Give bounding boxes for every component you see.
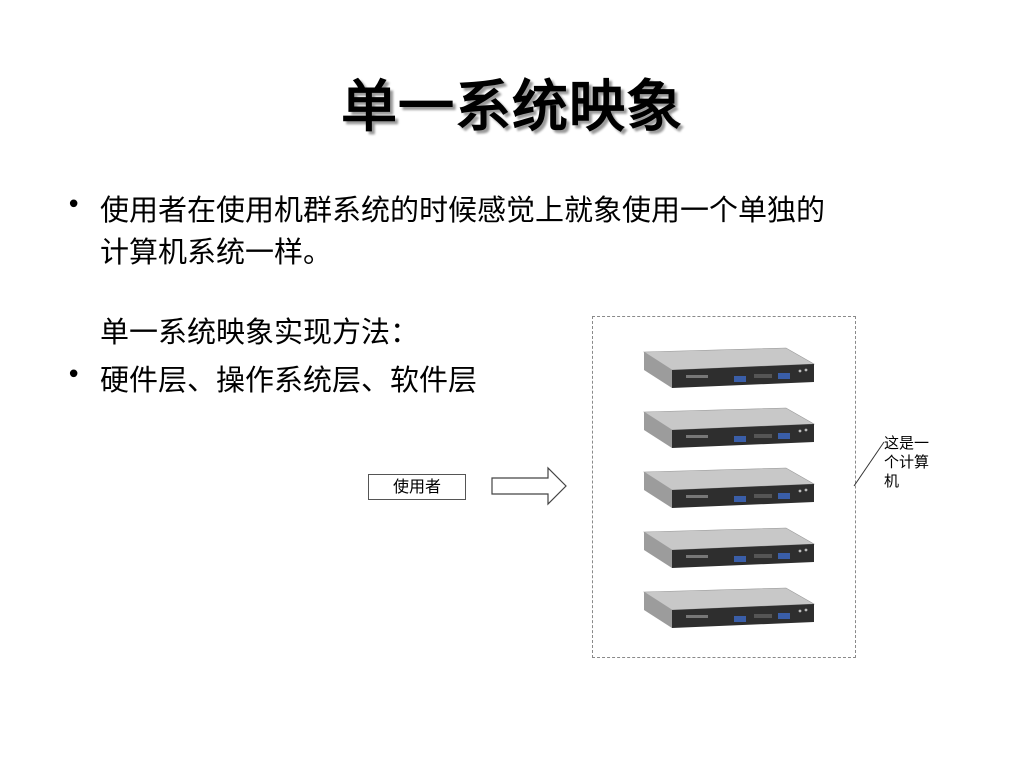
callout-line — [853, 441, 885, 487]
bullet1-line2: 计算机系统一样。 — [100, 235, 333, 269]
server-2-icon — [643, 407, 816, 448]
user-box: 使用者 — [368, 474, 466, 500]
subheading: 单一系统映象实现方法： — [100, 315, 420, 349]
callout-line-3: 机 — [884, 472, 900, 490]
bullet-dot-2: • — [66, 360, 82, 390]
bullet2-text: 硬件层、操作系统层、软件层 — [100, 363, 478, 397]
callout-line-2: 个计算 — [884, 453, 930, 471]
server-1-icon — [643, 347, 816, 388]
callout-line-1: 这是一 — [884, 434, 930, 452]
server-5-icon — [643, 587, 816, 628]
right-arrow-icon — [491, 466, 567, 506]
server-frame — [592, 316, 856, 658]
callout-text: 这是一 个计算 机 — [884, 434, 954, 491]
bullet-dot-1: • — [66, 190, 82, 220]
server-4-icon — [643, 527, 816, 568]
bullet1-line1: 使用者在使用机群系统的时候感觉上就象使用一个单独的 — [100, 193, 826, 227]
slide-title: 单一系统映象 — [341, 75, 683, 140]
server-3-icon — [643, 467, 816, 508]
